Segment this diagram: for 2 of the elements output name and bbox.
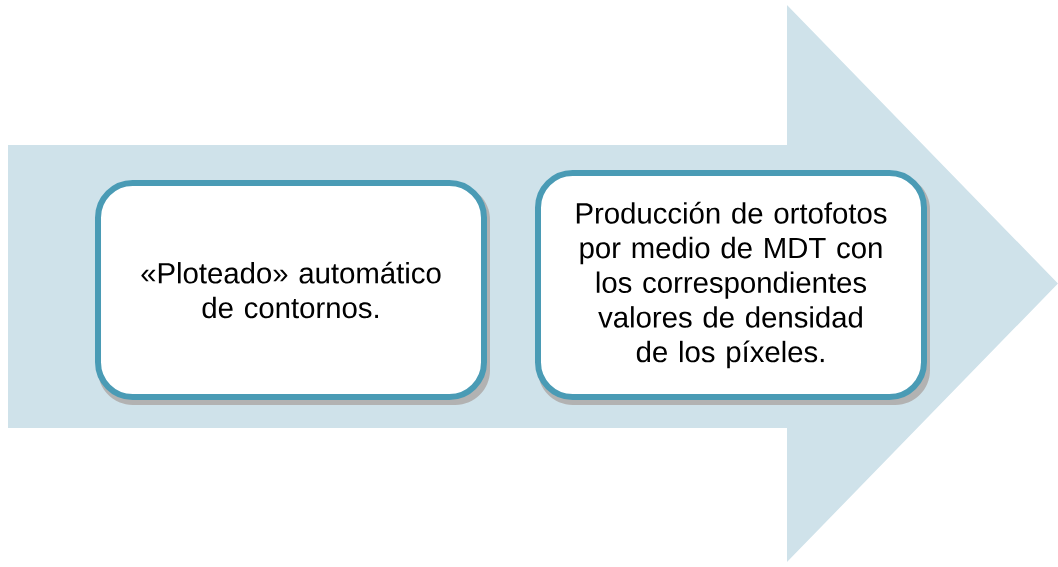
- text-box: Producción de ortofotos por medio de MDT con los correspondientes valores de densidad de los píxeles.: [535, 170, 930, 405]
- text-box: «Ploteado» automático de contornos.: [95, 180, 490, 405]
